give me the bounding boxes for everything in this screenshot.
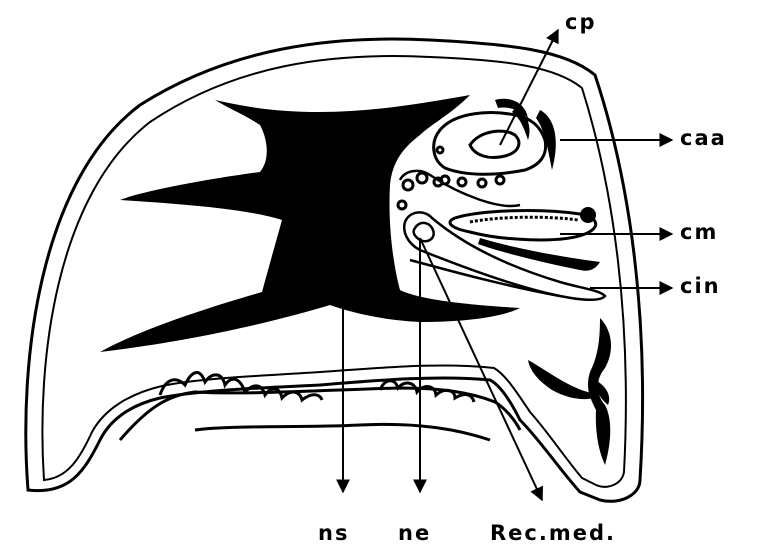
concha-cin xyxy=(400,171,605,300)
nasal-septum-mass xyxy=(100,95,520,352)
label-rec-med: Rec.med. xyxy=(490,523,616,544)
curl-caa xyxy=(495,99,556,170)
label-caa: caa xyxy=(680,128,727,149)
label-cp: cp xyxy=(565,12,596,33)
capsule-cp xyxy=(434,113,546,187)
label-cm: cm xyxy=(680,222,718,243)
label-cin: cin xyxy=(680,276,721,297)
palate-line xyxy=(120,373,520,440)
label-ns: ns xyxy=(318,523,349,544)
concha-cm-lower xyxy=(478,238,600,271)
small-dot-cm xyxy=(580,207,596,223)
label-ne: ne xyxy=(398,523,431,544)
